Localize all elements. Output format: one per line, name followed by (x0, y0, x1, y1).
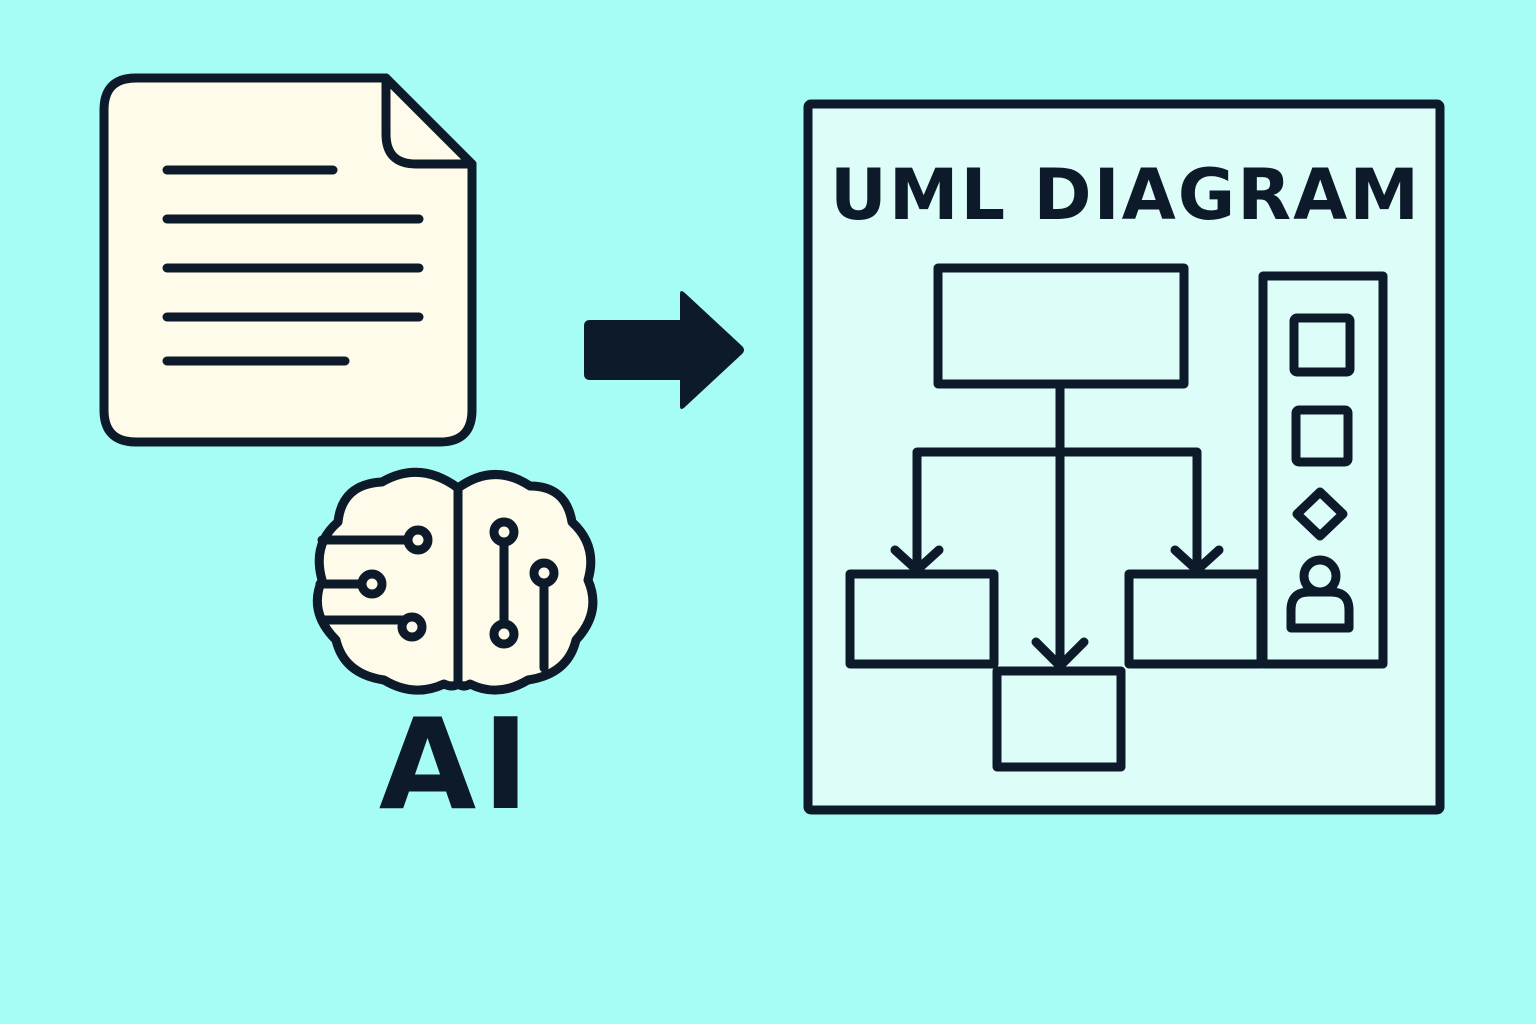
ai-label: AI (378, 691, 536, 838)
shape-palette (1258, 271, 1388, 669)
arrow-right-icon (584, 291, 744, 409)
bottom-class-box (992, 666, 1126, 772)
document-icon (99, 73, 477, 447)
uml-diagram-title: UML DIAGRAM (830, 154, 1421, 236)
right-class-box (1124, 569, 1266, 669)
palette-diamond (1292, 487, 1348, 541)
brain-circuit-icon (312, 467, 598, 695)
left-class-box (845, 569, 999, 669)
top-class-box (933, 263, 1189, 389)
palette-square-2 (1291, 405, 1353, 467)
uml-diagram-panel (803, 99, 1445, 815)
palette-square-1 (1289, 313, 1355, 377)
actor-person-icon (1286, 555, 1354, 633)
